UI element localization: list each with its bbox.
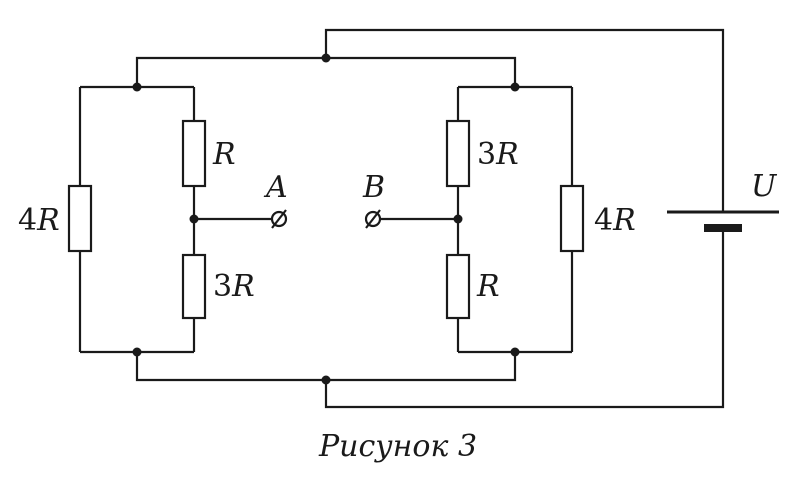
battery-symbol [667, 210, 779, 232]
figure-caption: Рисунок 3 [318, 429, 477, 464]
bottom-feed-wire [324, 231, 725, 409]
label-terminal-b: B [362, 170, 385, 205]
terminal-a-symbol [270, 209, 288, 229]
resistor-left-outer [67, 184, 93, 253]
label-left-bottom: 3R [213, 269, 255, 304]
label-right-bottom: R [476, 269, 500, 304]
resistor-right-bottom [445, 253, 471, 320]
junction-dots [132, 53, 520, 385]
label-left-top: R [212, 137, 236, 172]
label-right-top: 3R [477, 137, 519, 172]
top-feed-wire [324, 28, 725, 212]
resistor-right-outer [559, 184, 585, 253]
resistor-left-top [181, 119, 207, 188]
label-right-outer: 4R [594, 203, 636, 238]
resistor-left-bottom [181, 253, 207, 320]
label-terminal-a: A [263, 170, 288, 205]
label-battery: U [751, 169, 778, 204]
resistor-right-top [445, 119, 471, 188]
label-left-outer: 4R [18, 203, 60, 238]
terminal-b-symbol [364, 209, 382, 229]
